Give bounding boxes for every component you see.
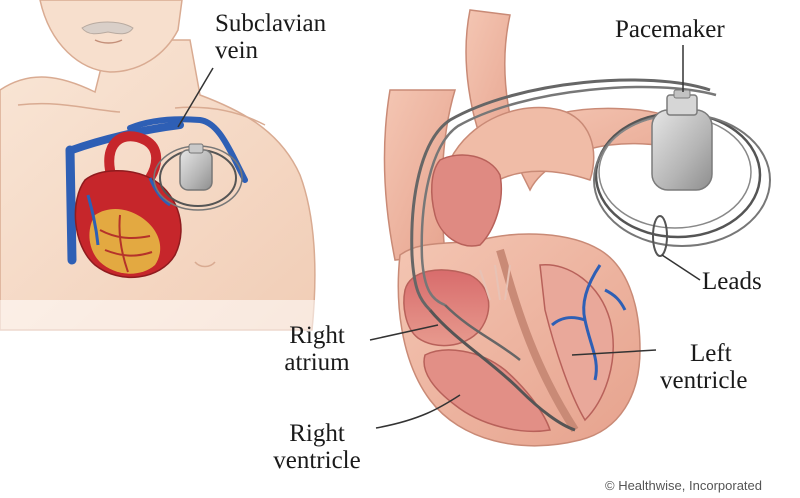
leader-leads [661,254,701,281]
leader-left-ventricle [571,349,657,356]
leader-right-atrium [369,324,439,341]
label-subclavian-vein: Subclavian vein [215,10,326,64]
pacemaker-leads [410,78,771,432]
leader-subclavian-vein [177,67,214,128]
label-subclavian-line2: vein [215,37,259,64]
label-right-atrium-line2: atrium [284,349,350,376]
label-right-ventricle-line1: Right [289,420,345,447]
pacemaker-device [651,89,713,191]
label-right-ventricle: Right ventricle [262,420,372,474]
leader-lines [177,45,701,429]
copyright-notice: © Healthwise, Incorporated [605,478,762,493]
torso-pacemaker [153,143,243,211]
label-right-atrium: Right atrium [272,322,362,376]
label-left-ventricle: Left ventricle [660,340,747,394]
label-left-ventricle-line1: Left [690,340,732,367]
label-subclavian-line1: Subclavian [215,10,327,37]
label-leads: Leads [702,268,762,295]
label-pacemaker: Pacemaker [615,16,725,43]
label-right-ventricle-line2: ventricle [273,447,361,474]
torso-subclavian-vein [127,116,248,183]
label-left-ventricle-line2: ventricle [660,367,748,394]
label-right-atrium-line1: Right [289,322,345,349]
leader-right-ventricle [375,394,461,429]
torso-heart [65,121,184,278]
